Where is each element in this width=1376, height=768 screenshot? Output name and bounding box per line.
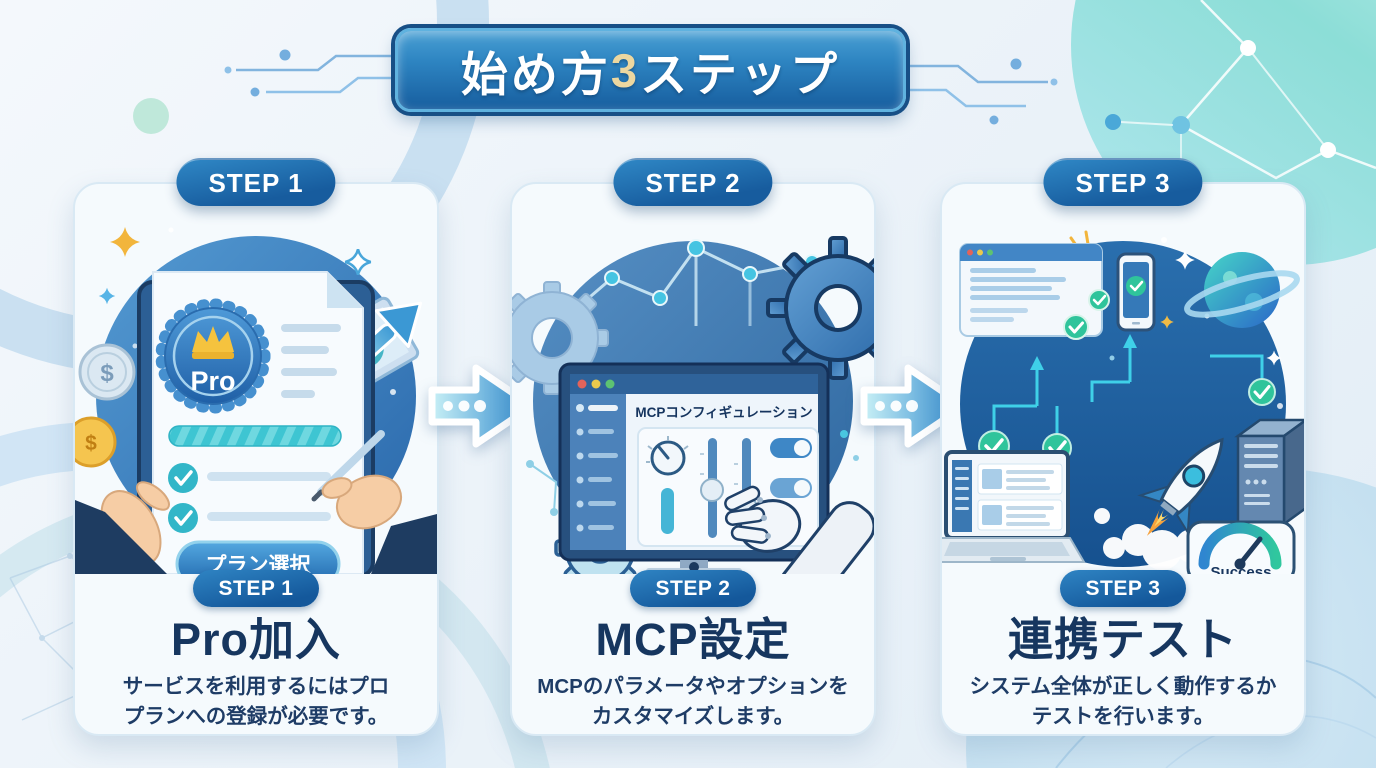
step-card-2: STEP 2 bbox=[510, 158, 876, 736]
step-card-3: STEP 3 bbox=[940, 158, 1306, 736]
gauge-label: Success bbox=[1211, 564, 1272, 574]
toggle-icon bbox=[770, 478, 812, 498]
step2-bottom-badge: STEP 2 bbox=[629, 570, 757, 607]
step3-bottom-badge: STEP 3 bbox=[1059, 570, 1187, 607]
step1-description: サービスを利用するにはプロ プランへの登録が必要です。 bbox=[122, 675, 390, 728]
title-prefix: 始め方 bbox=[460, 47, 611, 101]
step1-text-block: STEP 1 Pro加入 サービスを利用するにはプロ プランへの登録が必要です。 bbox=[75, 570, 437, 732]
sidebar-items bbox=[576, 404, 618, 532]
flow-arrow-icon bbox=[860, 364, 968, 448]
step-card-1: STEP 1 bbox=[73, 158, 439, 736]
step1-bottom-badge: STEP 1 bbox=[192, 570, 320, 607]
step3-text-block: STEP 3 連携テスト システム全体が正しく動作するか テストを行います。 bbox=[942, 570, 1304, 732]
flow-arrow-icon bbox=[428, 364, 536, 448]
smartphone-icon bbox=[1116, 252, 1156, 332]
check-icon bbox=[1248, 378, 1276, 406]
step2-heading: MCP設定 bbox=[595, 614, 791, 665]
svg-text:$: $ bbox=[85, 432, 97, 455]
step2-top-badge: STEP 2 bbox=[613, 158, 773, 206]
arrow-up-icon bbox=[1030, 334, 1137, 370]
step3-description: システム全体が正しく動作するか テストを行います。 bbox=[969, 675, 1277, 728]
coin-icon: $ bbox=[78, 343, 136, 401]
document-text-lines bbox=[281, 324, 341, 398]
check-icon bbox=[1088, 289, 1110, 311]
crown-icon bbox=[192, 326, 234, 359]
server-icon bbox=[1234, 418, 1304, 527]
slider-icon bbox=[661, 488, 674, 534]
progress-bar bbox=[168, 425, 342, 447]
window-dot-green bbox=[605, 379, 615, 389]
window-dot-red bbox=[577, 379, 587, 389]
hand-icon bbox=[75, 481, 170, 574]
mint-dot-decoration bbox=[133, 98, 169, 134]
knob-icon bbox=[646, 436, 689, 476]
laptop-icon bbox=[942, 450, 1086, 563]
coin-icon: $ bbox=[75, 416, 117, 468]
step1-top-badge: STEP 1 bbox=[176, 158, 336, 206]
screen-title: MCPコンフィギュレーション bbox=[635, 405, 812, 420]
svg-text:$: $ bbox=[100, 360, 114, 387]
rocket-icon bbox=[1137, 437, 1224, 536]
step2-illustration: MCPコンフィギュレーション bbox=[512, 236, 874, 574]
checklist bbox=[168, 463, 331, 533]
check-icon bbox=[1063, 314, 1089, 340]
title-suffix: ステップ bbox=[640, 47, 841, 101]
list-item bbox=[977, 463, 1063, 495]
title-number: 3 bbox=[610, 43, 641, 97]
slider-icon bbox=[700, 438, 724, 538]
plan-select-label: プラン選択 bbox=[206, 553, 312, 574]
slider-ticks bbox=[700, 453, 738, 485]
connection-lines bbox=[992, 346, 1264, 434]
step2-text-block: STEP 2 MCP設定 MCPのパラメータやオプションを カスタマイズします。 bbox=[512, 570, 874, 732]
pro-badge: Pro bbox=[155, 298, 271, 414]
sidebar bbox=[570, 394, 626, 550]
step1-illustration: $ Pro bbox=[75, 227, 437, 574]
plan-select-button: プラン選択 bbox=[175, 540, 341, 574]
window-dot-yellow bbox=[591, 379, 601, 389]
gauge-icon: Success bbox=[1186, 520, 1296, 574]
step1-heading: Pro加入 bbox=[170, 614, 341, 665]
circuit-dots bbox=[526, 430, 859, 516]
pen-hand-icon bbox=[311, 430, 437, 574]
gear-icon bbox=[766, 236, 874, 380]
step2-description: MCPのパラメータやオプションを カスタマイズします。 bbox=[537, 675, 849, 728]
step3-top-badge: STEP 3 bbox=[1043, 158, 1203, 206]
step3-heading: 連携テスト bbox=[1007, 614, 1238, 665]
robot-hand-icon bbox=[724, 485, 874, 574]
planet-icon bbox=[1184, 252, 1300, 328]
pro-badge-label: Pro bbox=[190, 366, 235, 396]
toggle-icon bbox=[770, 438, 812, 458]
browser-window-icon bbox=[959, 243, 1110, 340]
step3-illustration: Success bbox=[942, 230, 1304, 574]
list-item bbox=[977, 499, 1063, 531]
